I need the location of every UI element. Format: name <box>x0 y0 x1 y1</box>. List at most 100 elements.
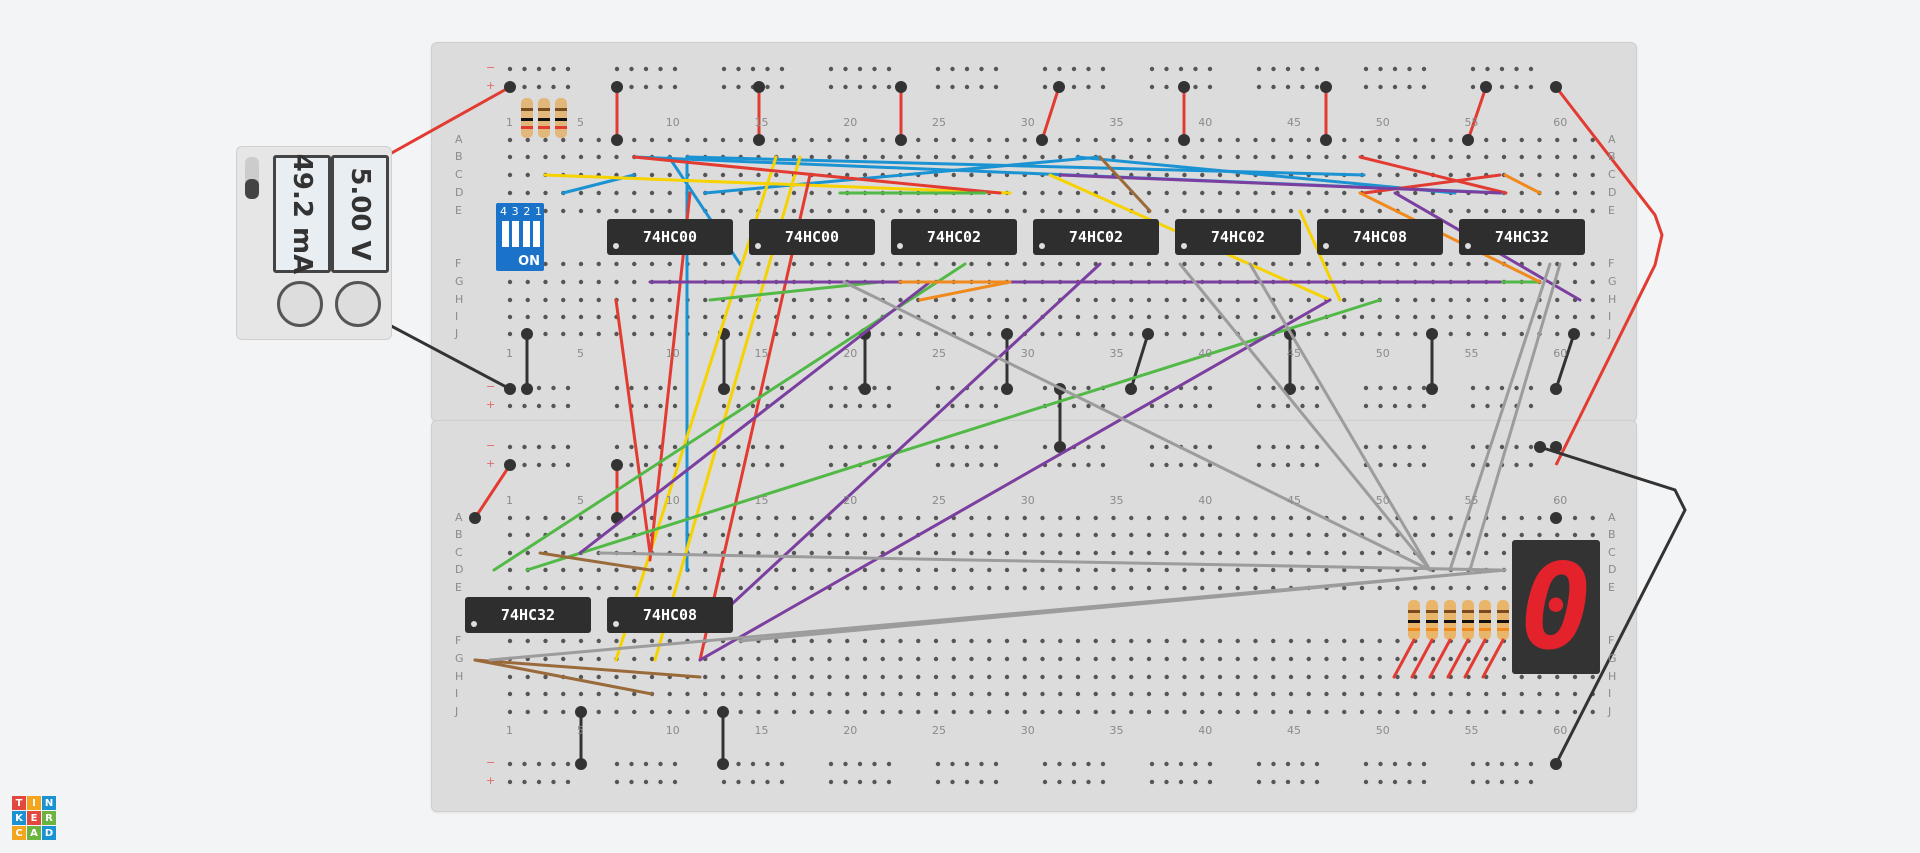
signal-wire[interactable] <box>538 551 652 572</box>
wire-endpoint[interactable] <box>717 706 729 718</box>
signal-wire[interactable] <box>543 173 1012 195</box>
wire-endpoint[interactable] <box>1054 441 1066 453</box>
signal-wire[interactable] <box>1503 173 1542 195</box>
wire-endpoint[interactable] <box>575 758 587 770</box>
chip-74hc00-1[interactable]: 74HC00 <box>607 219 733 255</box>
signal-wire[interactable] <box>1098 155 1152 213</box>
wire-endpoint[interactable] <box>521 383 533 395</box>
wire-endpoint[interactable] <box>1320 81 1332 93</box>
wire-endpoint[interactable] <box>895 134 907 146</box>
wire-endpoint[interactable] <box>1568 328 1580 340</box>
chip-74hc02-1[interactable]: 74HC02 <box>891 219 1017 255</box>
chip-74hc32-2[interactable]: 74HC32 <box>465 597 591 633</box>
signal-wire[interactable] <box>525 298 1382 572</box>
wire-endpoint[interactable] <box>611 81 623 93</box>
wire-endpoint[interactable] <box>895 81 907 93</box>
ground-wire[interactable] <box>1539 445 1687 765</box>
signal-wire[interactable] <box>1358 191 1542 284</box>
ground-jumper[interactable] <box>1554 332 1576 391</box>
voltage-knob[interactable] <box>335 281 381 327</box>
signal-wire[interactable] <box>698 298 1332 662</box>
signal-wire[interactable] <box>703 155 1102 195</box>
wire-endpoint[interactable] <box>1426 328 1438 340</box>
wire-endpoint[interactable] <box>1036 134 1048 146</box>
signal-wire[interactable] <box>738 568 1507 643</box>
signal-wire[interactable] <box>1058 173 1502 195</box>
signal-wire[interactable] <box>598 551 1502 572</box>
chip-74hc08-2[interactable]: 74HC08 <box>607 597 733 633</box>
power-jumper[interactable] <box>1040 85 1061 142</box>
chip-74hc00-2[interactable]: 74HC00 <box>749 219 875 255</box>
wire-endpoint[interactable] <box>1125 383 1137 395</box>
wire-endpoint[interactable] <box>521 328 533 340</box>
wire-endpoint[interactable] <box>1178 81 1190 93</box>
signal-wire[interactable] <box>918 280 1012 302</box>
power-jumper[interactable] <box>1466 85 1488 142</box>
wire-endpoint[interactable] <box>611 134 623 146</box>
signal-wire[interactable] <box>1358 155 1508 195</box>
resistor-lead[interactable] <box>1481 638 1505 679</box>
signal-wire[interactable] <box>1178 262 1432 572</box>
chip-74hc02-2[interactable]: 74HC02 <box>1033 219 1159 255</box>
wire-endpoint[interactable] <box>1178 134 1190 146</box>
resistor-lead[interactable] <box>1428 638 1452 679</box>
signal-wire[interactable] <box>632 155 1002 195</box>
wire-endpoint[interactable] <box>859 383 871 395</box>
ground-jumper[interactable] <box>1129 332 1150 391</box>
wire-endpoint[interactable] <box>575 706 587 718</box>
wire-endpoint[interactable] <box>753 81 765 93</box>
chip-74hc02-3[interactable]: 74HC02 <box>1175 219 1301 255</box>
wire-endpoint[interactable] <box>753 134 765 146</box>
current-knob[interactable] <box>277 281 323 327</box>
wire-endpoint[interactable] <box>1053 81 1065 93</box>
wire-endpoint[interactable] <box>504 459 516 471</box>
wire-endpoint[interactable] <box>1550 383 1562 395</box>
chip-74hc08-1[interactable]: 74HC08 <box>1317 219 1443 255</box>
wire-endpoint[interactable] <box>1550 758 1562 770</box>
dip-toggle[interactable] <box>512 221 520 247</box>
wire-endpoint[interactable] <box>1001 328 1013 340</box>
signal-wire[interactable] <box>1075 155 1457 195</box>
signal-wire[interactable] <box>473 658 702 679</box>
wire-endpoint[interactable] <box>1550 441 1562 453</box>
wire-endpoint[interactable] <box>1534 441 1546 453</box>
signal-wire[interactable] <box>473 658 654 696</box>
dip-toggle[interactable] <box>522 221 530 247</box>
wire-endpoint[interactable] <box>1320 134 1332 146</box>
signal-wire[interactable] <box>578 280 932 555</box>
signal-wire[interactable] <box>614 298 652 555</box>
signal-wire[interactable] <box>1362 173 1502 195</box>
dip-toggle[interactable] <box>532 221 540 247</box>
chip-74hc32-1[interactable]: 74HC32 <box>1459 219 1585 255</box>
wire-endpoint[interactable] <box>1550 81 1562 93</box>
seven-segment-display[interactable]: 0 <box>1512 540 1600 674</box>
wire-endpoint[interactable] <box>1284 383 1296 395</box>
resistor-lead[interactable] <box>1446 638 1470 679</box>
signal-wire[interactable] <box>1298 209 1342 302</box>
power-jumper[interactable] <box>473 463 512 520</box>
wire-endpoint[interactable] <box>611 459 623 471</box>
wire-endpoint[interactable] <box>1480 81 1492 93</box>
signal-wire[interactable] <box>1468 262 1562 572</box>
wire-endpoint[interactable] <box>1426 383 1438 395</box>
resistor-lead[interactable] <box>1392 638 1416 679</box>
signal-wire[interactable] <box>1448 262 1552 572</box>
dip-toggle[interactable] <box>502 221 509 247</box>
wire-endpoint[interactable] <box>1462 134 1474 146</box>
signal-wire[interactable] <box>842 280 1432 572</box>
wire-endpoint[interactable] <box>1142 328 1154 340</box>
wire-endpoint[interactable] <box>469 512 481 524</box>
wire-endpoint[interactable] <box>718 383 730 395</box>
resistor-lead[interactable] <box>1410 638 1434 679</box>
resistor-lead[interactable] <box>1463 638 1487 679</box>
wire-endpoint[interactable] <box>1001 383 1013 395</box>
wire-endpoint[interactable] <box>504 383 516 395</box>
wire-endpoint[interactable] <box>1550 512 1562 524</box>
wire-endpoint[interactable] <box>717 758 729 770</box>
power-supply[interactable]: 49.2 mA 5.00 V <box>236 146 392 340</box>
signal-wire[interactable] <box>1248 262 1432 572</box>
long-power-wire[interactable] <box>1554 86 1664 466</box>
wire-endpoint[interactable] <box>504 81 516 93</box>
